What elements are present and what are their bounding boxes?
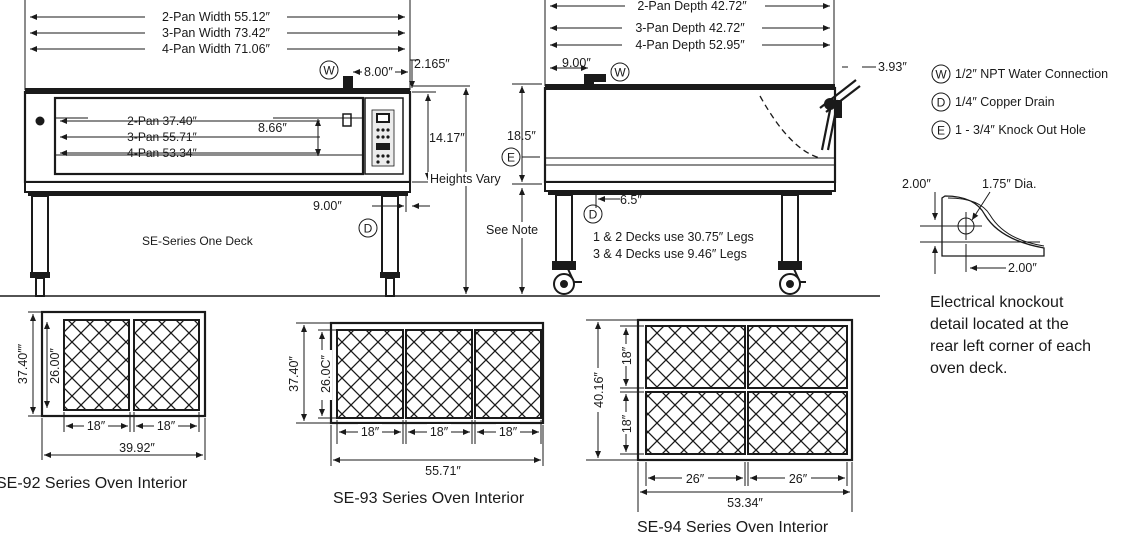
front-door-height: 8.66″ [258, 121, 287, 135]
side-handle-offset: 3.93″ [878, 60, 907, 74]
front-water-symbol: W [323, 64, 335, 78]
front-view: 2-Pan Width 55.12″ 3-Pan Width 73.42″ 4-… [23, 0, 518, 297]
front-top-offset: 2.165″ [414, 57, 450, 71]
front-drain-offset: 9.00″ [313, 199, 342, 213]
knockout-dia: 1.75″ Dia. [982, 177, 1036, 191]
side-depth-3pan: 3-Pan Depth 42.72″ [635, 21, 745, 35]
front-drain-symbol: D [364, 222, 373, 236]
se92-pan-width-1: 18″ [87, 419, 106, 433]
side-drain-offset: 6.5″ [620, 193, 642, 207]
knockout-note-line-2: detail located at the [930, 316, 1069, 333]
se94-row-depth-2: 18″ [620, 414, 634, 433]
side-legs-3-4: 3 & 4 Decks use 9.46″ Legs [593, 247, 747, 261]
se92-inner-depth: 26.00″ [48, 348, 62, 384]
knockout-note-line-3: rear left corner of each [930, 338, 1091, 355]
front-view-label: SE-Series One Deck [142, 234, 254, 248]
front-width-3pan: 3-Pan Width 73.42″ [162, 26, 271, 40]
side-drain-symbol: D [589, 208, 598, 222]
knockout-note-line-1: Electrical knockout [930, 294, 1064, 311]
side-depth-4pan: 4-Pan Depth 52.95″ [635, 38, 745, 52]
se94-caption: SE-94 Series Oven Interior [637, 519, 829, 536]
legend-text-knockout: 1 - 3/4″ Knock Out Hole [955, 123, 1086, 137]
front-door-3pan: 3-Pan 55.71″ [127, 130, 197, 144]
se92-caption: SE-92 Series Oven Interior [0, 475, 188, 492]
se93-pan-width-1: 18″ [361, 425, 380, 439]
front-door-2pan: 2-Pan 37.40″ [127, 114, 197, 128]
front-width-2pan: 2-Pan Width 55.12″ [162, 10, 271, 24]
legend-text-drain: 1/4″ Copper Drain [955, 95, 1055, 109]
side-knockout-symbol: E [507, 151, 515, 165]
front-door-4pan: 4-Pan 53.34″ [127, 146, 197, 160]
se94-interior: 40.16″ 18″ 18″ 26″ 26″ 53.34″ SE-94 Seri… [586, 318, 854, 536]
se94-pan-width-1: 26″ [686, 472, 705, 486]
knockout-detail: 2.00″ 1.75″ Dia. 2.00″ Electrical knocko… [902, 177, 1091, 377]
side-water-symbol: W [614, 66, 626, 80]
side-knockout-height: 18.5″ [507, 129, 536, 143]
se93-interior: 37.40″ 26.0C″ 18″ 18″ 18″ 55.71″ SE-93 S… [287, 321, 545, 507]
se93-width: 55.71″ [425, 464, 461, 478]
front-heights-vary: Heights Vary [430, 172, 501, 186]
se93-caption: SE-93 Series Oven Interior [333, 490, 525, 507]
se93-pan-width-3: 18″ [499, 425, 518, 439]
se92-pan-width-2: 18″ [157, 419, 176, 433]
se94-row-depth-1: 18″ [620, 346, 634, 365]
knockout-note-line-4: oven deck. [930, 360, 1007, 377]
legend-symbol-water: W [935, 68, 947, 82]
side-depth-2pan: 2-Pan Depth 42.72″ [637, 0, 747, 13]
se93-inner-depth: 26.0C″ [319, 355, 333, 393]
side-legs-1-2: 1 & 2 Decks use 30.75″ Legs [593, 230, 754, 244]
se92-width: 39.92″ [119, 441, 155, 455]
knockout-offset-side: 2.00″ [1008, 261, 1037, 275]
front-width-4pan: 4-Pan Width 71.06″ [162, 42, 271, 56]
side-see-note: See Note [486, 223, 538, 237]
front-deck-height: 14.17″ [429, 131, 465, 145]
se94-pan-width-2: 26″ [789, 472, 808, 486]
side-water-offset: 9.00″ [562, 56, 591, 70]
legend-text-water: 1/2″ NPT Water Connection [955, 67, 1108, 81]
se93-depth: 37.40″ [287, 356, 301, 392]
legend-symbol-drain: D [937, 96, 946, 110]
se94-width: 53.34″ [727, 496, 763, 510]
symbol-legend: W 1/2″ NPT Water Connection D 1/4″ Coppe… [931, 64, 1108, 140]
front-water-offset: 8.00″ [364, 65, 393, 79]
knockout-offset-top: 2.00″ [902, 177, 931, 191]
side-view: 2-Pan Depth 42.72″ 3-Pan Depth 42.72″ 4-… [484, 0, 907, 295]
se93-pan-width-2: 18″ [430, 425, 449, 439]
se92-depth: 37.40″″ [16, 343, 30, 384]
legend-symbol-knockout: E [937, 124, 945, 138]
se92-interior: 37.40″″ 26.00″ 18″ 18″ 39.92″ SE-92 Seri… [0, 310, 207, 492]
se94-depth: 40.16″ [592, 372, 606, 408]
